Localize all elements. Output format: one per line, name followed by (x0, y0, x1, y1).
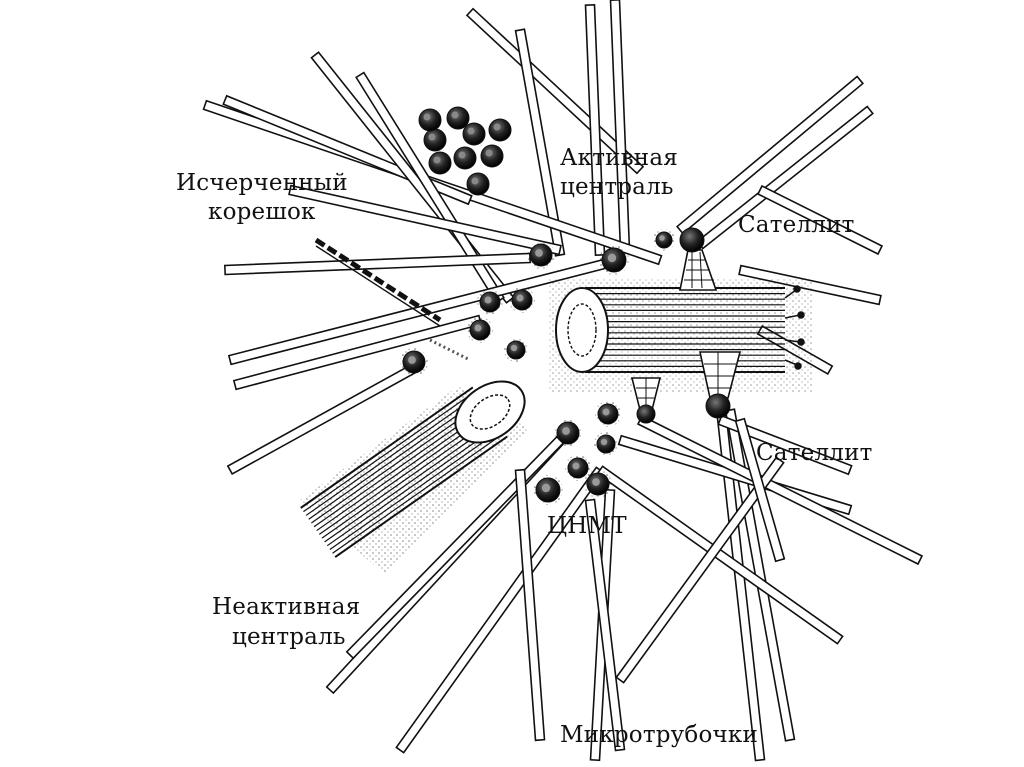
microtubule (514, 468, 546, 742)
active-centriole (548, 278, 813, 393)
inactive-centriole (300, 380, 530, 575)
microtubule (584, 498, 626, 752)
satellite-top (679, 227, 718, 291)
microtubule (609, 0, 631, 252)
label-striated-rootlet-2: корешок (208, 199, 316, 225)
satellite-bottom-left (630, 377, 662, 424)
microtubule (734, 417, 786, 563)
microtubule (514, 28, 566, 257)
label-inactive-centriole-1: Неактивная (212, 594, 360, 620)
microtubule (615, 456, 785, 684)
labels: Исчерченный корешок Активная централь Са… (176, 145, 873, 748)
microtubules-group (202, 0, 924, 762)
microtubule (675, 75, 865, 235)
granule-cluster (418, 106, 512, 196)
striated-rootlet (314, 237, 471, 362)
label-mtoc: ЦНМТ (547, 513, 627, 539)
microtubule (395, 466, 605, 754)
mtoc-beads (400, 229, 675, 505)
microtubule (696, 105, 874, 250)
label-satellite-bottom: Сателлит (756, 440, 873, 466)
label-active-centriole-1: Активная (560, 145, 678, 171)
label-striated-rootlet-1: Исчерченный (176, 170, 348, 196)
microtubule (636, 414, 924, 566)
microtubule (756, 184, 884, 256)
label-inactive-centriole-2: централь (232, 624, 346, 650)
microtubule (232, 314, 483, 391)
satellite-bottom-right (699, 351, 742, 419)
label-satellite-top: Сателлит (738, 212, 855, 238)
label-microtubules: Микротрубочки (560, 722, 758, 748)
microtubule (717, 414, 853, 476)
microtubule (288, 184, 562, 256)
label-active-centriole-2: централь (560, 174, 674, 200)
